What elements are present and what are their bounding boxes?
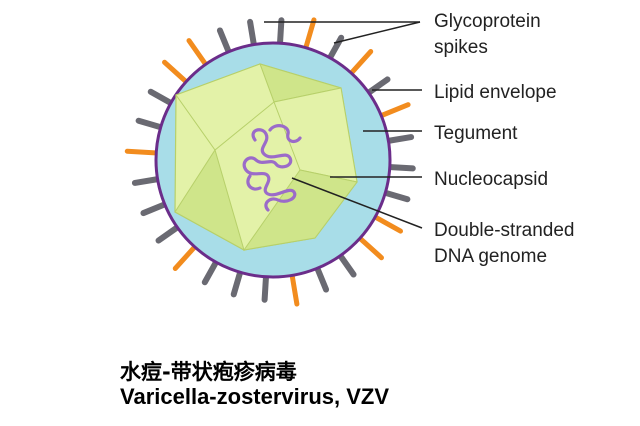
glycoprotein-spike-orange — [124, 148, 160, 156]
glycoprotein-spike-gray — [135, 117, 165, 131]
glycoprotein-spike-gray — [216, 27, 233, 56]
glycoprotein-spike-gray — [364, 76, 391, 97]
glycoprotein-spike-gray — [381, 189, 411, 203]
glycoprotein-spike-orange — [172, 243, 198, 271]
glycoprotein-spike-gray — [155, 223, 182, 244]
glycoprotein-spike-gray — [201, 258, 220, 286]
glycoprotein-spike-gray — [247, 18, 258, 49]
label-lipid-envelope: Lipid envelope — [434, 82, 557, 103]
glycoprotein-spike-gray — [261, 272, 270, 303]
caption-chinese: 水痘-带状疱疹病毒 — [120, 360, 297, 384]
label-nucleocapsid: Nucleocapsid — [434, 169, 548, 190]
glycoprotein-spike-orange — [348, 49, 374, 77]
glycoprotein-spike-gray — [336, 251, 357, 278]
caption-english: Varicella-zostervirus, VZV — [120, 384, 390, 409]
label-spikes: spikes — [434, 37, 488, 58]
glycoprotein-spike-orange — [303, 17, 317, 52]
glycoprotein-spike-gray — [147, 88, 175, 107]
glycoprotein-spike-gray — [131, 175, 162, 186]
glycoprotein-spike-orange — [377, 102, 411, 119]
label-tegument: Tegument — [434, 123, 518, 144]
nucleocapsid-face — [174, 148, 245, 252]
glycoprotein-spike-gray — [384, 134, 415, 145]
glycoprotein-spike-orange — [356, 235, 384, 261]
label-double-stranded: Double-stranded — [434, 220, 574, 241]
glycoprotein-spike-orange — [289, 271, 300, 307]
leader-lines — [264, 21, 423, 229]
leader-dna — [291, 177, 423, 229]
glycoprotein-spike-gray — [230, 268, 244, 298]
glycoprotein-spikes — [124, 17, 416, 307]
glycoprotein-spike-gray — [313, 264, 330, 293]
leader-spike-b — [333, 21, 421, 44]
label-glycoprotein: Glycoprotein — [434, 11, 541, 32]
label-dna-genome: DNA genome — [434, 246, 547, 267]
glycoprotein-spike-gray — [326, 34, 345, 62]
glycoprotein-spike-orange — [371, 214, 404, 234]
dna-genome — [242, 124, 302, 212]
glycoprotein-spike-orange — [162, 59, 190, 85]
nucleocapsid-face — [242, 169, 358, 251]
glycoprotein-spike-gray — [385, 163, 416, 172]
glycoprotein-spike-orange — [186, 38, 209, 68]
glycoprotein-spike-gray — [276, 17, 285, 48]
glycoprotein-spike-gray — [140, 200, 169, 217]
